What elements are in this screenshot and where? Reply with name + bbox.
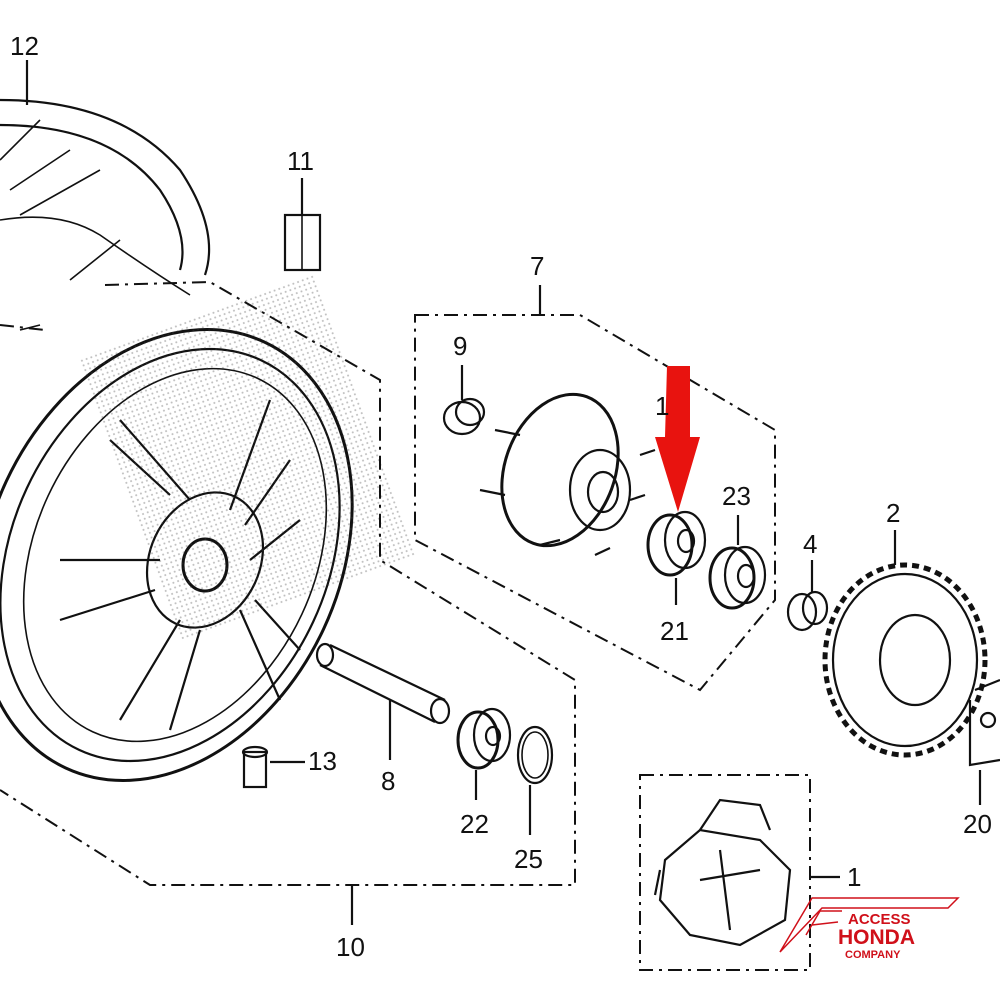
label-10: 10 [336, 932, 365, 962]
oring-part [516, 725, 554, 835]
bearing-23-part [708, 515, 767, 610]
collar-4-part [786, 560, 829, 632]
label-21: 21 [660, 616, 689, 646]
label-4: 4 [803, 529, 817, 559]
valve-stem-part [241, 745, 305, 789]
bearing-21-part [646, 510, 707, 605]
damper-part [653, 798, 840, 947]
label-25: 25 [514, 844, 543, 874]
damper-group-outline [639, 774, 811, 971]
label-2: 2 [886, 498, 900, 528]
label-8: 8 [381, 766, 395, 796]
axle-spacer-part [315, 642, 451, 760]
label-7: 7 [530, 251, 544, 281]
label-11: 11 [287, 146, 314, 176]
hub-group-outline [414, 314, 776, 692]
logo-line2: HONDA [838, 926, 915, 949]
label-12: 12 [10, 31, 39, 61]
label-23: 23 [722, 481, 751, 511]
label-9: 9 [453, 331, 467, 361]
bracket-20-part [968, 678, 1000, 805]
sprocket-part [822, 530, 988, 758]
label-1: 1 [847, 862, 861, 892]
label-13: 13 [308, 746, 337, 776]
wheel-group-outline [0, 280, 576, 886]
label-20: 20 [963, 809, 992, 839]
label-22: 22 [460, 809, 489, 839]
label-1-partial: 1 [655, 391, 669, 421]
access-honda-logo: ACCESS HONDA COMPANY [779, 897, 960, 961]
collar-9-part [442, 365, 486, 436]
valve-cap-part [283, 178, 322, 272]
wheel-drawing [0, 273, 417, 782]
part-labels: 12 11 7 9 1 23 2 4 21 13 8 22 25 10 1 20 [10, 31, 992, 962]
bearing-22-part [456, 707, 512, 800]
logo-line1: ACCESS [848, 911, 911, 928]
highlight-arrow-icon [655, 366, 700, 512]
hub-part [479, 392, 656, 556]
tire-drawing [0, 60, 211, 331]
logo-line3: COMPANY [845, 949, 901, 961]
